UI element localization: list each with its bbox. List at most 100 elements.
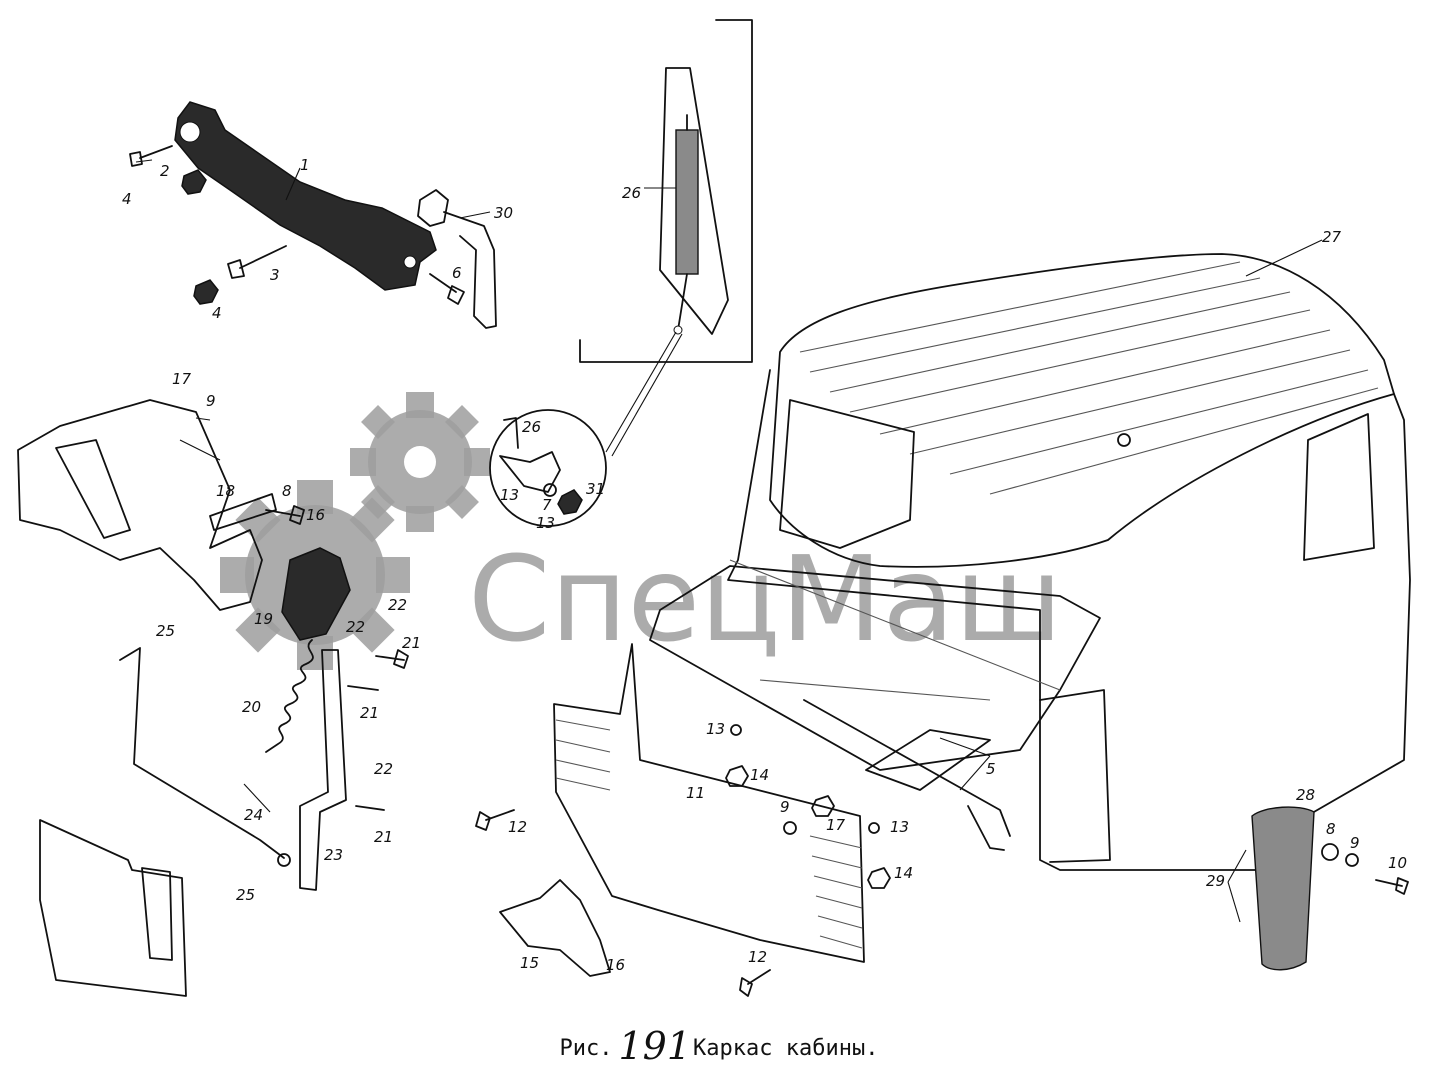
- callout-21-middle: 21: [360, 704, 379, 722]
- lever-bracket: [174, 101, 437, 291]
- windshield-opening: [779, 399, 915, 549]
- nut-14-lower: [867, 867, 891, 889]
- grille-panel-11: [553, 643, 865, 963]
- callout-14-lower: 14: [894, 864, 913, 882]
- bumper-bracket-30: [417, 189, 497, 329]
- bracket-15: [499, 879, 611, 977]
- nut-4-lower: [193, 279, 219, 305]
- callout-7: 7: [542, 496, 552, 514]
- callout-25-lower: 25: [236, 886, 255, 904]
- callout-13-upper: 13: [706, 720, 725, 738]
- gas-strut-26: [675, 129, 699, 275]
- callout-12-left: 12: [508, 818, 527, 836]
- callout-17-bottom: 17: [826, 816, 846, 834]
- callout-labels: 1 2 3 4 4 5 6 30 26 26 13 13 7 31 27 17 …: [122, 156, 1407, 974]
- watermark: СпецМаш: [220, 392, 1063, 670]
- spring-20: [265, 639, 314, 753]
- callout-31: 31: [586, 480, 605, 498]
- callout-11: 11: [686, 784, 705, 802]
- rod-24: [119, 647, 285, 859]
- bolt-21-middle: [347, 685, 379, 691]
- nut-17-bottom: [811, 795, 835, 817]
- callout-20: 20: [242, 698, 261, 716]
- right-hardware: [1251, 806, 1409, 971]
- side-shield: [39, 819, 187, 997]
- callout-10: 10: [1388, 854, 1407, 872]
- bolt-2: [129, 145, 173, 167]
- cab-roof: [769, 253, 1395, 568]
- front-grille-panel: [499, 643, 865, 977]
- callout-22-upper: 22: [388, 596, 407, 614]
- callout-18: 18: [216, 482, 235, 500]
- left-hardware: [17, 399, 409, 997]
- callout-30: 30: [494, 204, 513, 222]
- caption-title: Каркас кабины.: [693, 1036, 879, 1061]
- callout-16-left: 16: [306, 506, 325, 524]
- watermark-gear-small-icon: [350, 392, 490, 532]
- watermark-text: СпецМаш: [468, 530, 1063, 668]
- bolt-6: [429, 273, 465, 305]
- cab-front-wall: [727, 369, 1411, 871]
- callout-26-upper: 26: [622, 184, 641, 202]
- callout-15: 15: [520, 954, 539, 972]
- callout-5: 5: [986, 760, 996, 778]
- callout-9-right: 9: [1350, 834, 1360, 852]
- callout-8-right: 8: [1326, 820, 1336, 838]
- callout-13-bottom: 13: [890, 818, 909, 836]
- cover-panel: [17, 399, 263, 611]
- cab-front-crossbar: [865, 729, 991, 791]
- bolt-10: [1375, 877, 1409, 895]
- washer-13: [868, 822, 880, 834]
- figure-caption: Рис.191Каркас кабины.: [0, 1024, 1438, 1068]
- link-23: [299, 649, 347, 891]
- callout-9-upper: 9: [206, 392, 216, 410]
- callout-23: 23: [324, 846, 343, 864]
- callout-26-detail: 26: [522, 418, 541, 436]
- nut-4-upper: [181, 169, 207, 195]
- callout-16-bottom: 16: [606, 956, 625, 974]
- callout-19: 19: [254, 610, 273, 628]
- callout-13-detail-b: 13: [536, 514, 555, 532]
- bolt-21-upper: [375, 649, 409, 669]
- callout-8-left: 8: [282, 482, 292, 500]
- bolt-21-lower: [355, 805, 385, 811]
- strut-housing: [659, 67, 729, 335]
- detail-frame: [579, 19, 753, 363]
- callout-27: 27: [1322, 228, 1342, 246]
- callout-12-lower: 12: [748, 948, 767, 966]
- callout-24: 24: [244, 806, 263, 824]
- door-window: [1303, 413, 1375, 561]
- leader-lines: [135, 159, 1323, 923]
- latch-19: [281, 547, 351, 641]
- callout-14-upper: 14: [750, 766, 769, 784]
- callout-17-upper: 17: [172, 370, 192, 388]
- caption-figure-number: 191: [618, 1024, 692, 1068]
- callout-28: 28: [1296, 786, 1315, 804]
- callout-22-lower: 22: [374, 760, 393, 778]
- callout-9-bottom: 9: [780, 798, 790, 816]
- lever-bracket-group: [129, 101, 497, 329]
- callout-29: 29: [1206, 872, 1225, 890]
- callout-6: 6: [452, 264, 462, 282]
- callout-4-lower: 4: [212, 304, 222, 322]
- washer-9: [783, 821, 797, 835]
- callout-22-middle: 22: [346, 618, 365, 636]
- gas-strut-detail: [489, 19, 753, 527]
- nut-31: [557, 489, 583, 515]
- cover-28: [1251, 806, 1315, 971]
- callout-21-lower: 21: [374, 828, 393, 846]
- callout-1: 1: [300, 156, 310, 174]
- callout-4-upper: 4: [122, 190, 132, 208]
- callout-13-detail-a: 13: [500, 486, 519, 504]
- caption-prefix: Рис.: [559, 1036, 613, 1061]
- callout-25-upper: 25: [156, 622, 175, 640]
- callout-2: 2: [160, 162, 170, 180]
- bottom-hardware: [475, 724, 891, 997]
- bolt-3: [227, 245, 287, 279]
- plate-18: [209, 493, 277, 531]
- bolt-12-left: [475, 809, 515, 831]
- bolt-12-lower: [739, 969, 771, 997]
- nut-14-upper: [725, 765, 749, 787]
